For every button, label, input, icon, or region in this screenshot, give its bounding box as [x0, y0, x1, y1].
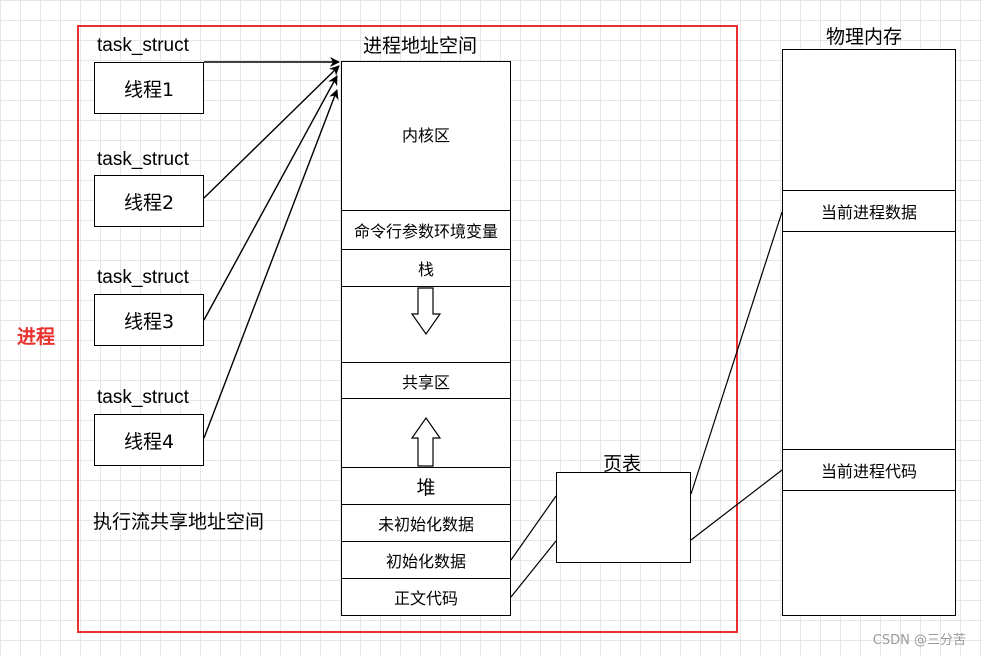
thread-4-box[interactable]: 线程4 — [94, 414, 204, 466]
segment-stack[interactable]: 栈 — [341, 249, 511, 287]
segment-heap-label: 堆 — [416, 476, 436, 499]
thread-2-struct-label: task_struct — [97, 149, 189, 170]
thread-1-struct-label: task_struct — [97, 35, 189, 56]
process-label: 进程 — [17, 326, 56, 348]
thread-1-label: 线程1 — [123, 78, 175, 101]
thread-3-arrow — [203, 75, 338, 321]
thread-2-box[interactable]: 线程2 — [94, 175, 204, 227]
physical-memory-title: 物理内存 — [826, 26, 903, 48]
page-table-to-data-block-line — [690, 211, 783, 495]
segment-heap[interactable]: 堆 — [341, 467, 511, 505]
address-space-title: 进程地址空间 — [363, 35, 478, 57]
watermark: CSDN @三分苦 — [872, 633, 966, 648]
segment-args-env-label: 命令行参数环境变量 — [353, 222, 498, 241]
heap-growth-up-arrow — [410, 416, 442, 467]
physical-memory-code-block[interactable]: 当前进程代码 — [782, 449, 956, 491]
physical-memory-data-label: 当前进程数据 — [820, 203, 917, 222]
shared-address-note: 执行流共享地址空间 — [93, 511, 265, 533]
segment-bss[interactable]: 未初始化数据 — [341, 504, 511, 542]
thread-2-arrow — [203, 65, 340, 199]
thread-2-label: 线程2 — [123, 191, 175, 214]
data-to-page-table-line — [510, 495, 557, 561]
segment-shared-label: 共享区 — [401, 372, 450, 392]
segment-text-label: 正文代码 — [393, 589, 458, 608]
physical-memory-data-block[interactable]: 当前进程数据 — [782, 190, 956, 232]
segment-data-label: 初始化数据 — [385, 552, 466, 571]
segment-stack-label: 栈 — [417, 260, 434, 279]
segment-bss-label: 未初始化数据 — [377, 515, 474, 534]
segment-kernel-label: 内核区 — [401, 125, 450, 145]
thread-1-box[interactable]: 线程1 — [94, 62, 204, 114]
physical-memory-code-label: 当前进程代码 — [820, 462, 917, 481]
page-table-title: 页表 — [603, 453, 642, 475]
thread-4-arrow — [203, 89, 339, 439]
text-to-page-table-line — [510, 540, 557, 598]
segment-text[interactable]: 正文代码 — [341, 578, 511, 616]
segment-shared[interactable]: 共享区 — [341, 362, 511, 399]
process-frame — [77, 25, 738, 633]
segment-data[interactable]: 初始化数据 — [341, 541, 511, 579]
thread-3-box[interactable]: 线程3 — [94, 294, 204, 346]
thread-4-struct-label: task_struct — [97, 387, 189, 408]
page-table-to-code-block-line — [690, 469, 783, 541]
page-table-box[interactable] — [556, 472, 691, 563]
thread-3-struct-label: task_struct — [97, 267, 189, 288]
physical-memory-box — [782, 49, 956, 616]
stack-growth-down-arrow — [410, 287, 442, 336]
thread-4-label: 线程4 — [123, 430, 175, 453]
thread-3-label: 线程3 — [123, 310, 175, 333]
